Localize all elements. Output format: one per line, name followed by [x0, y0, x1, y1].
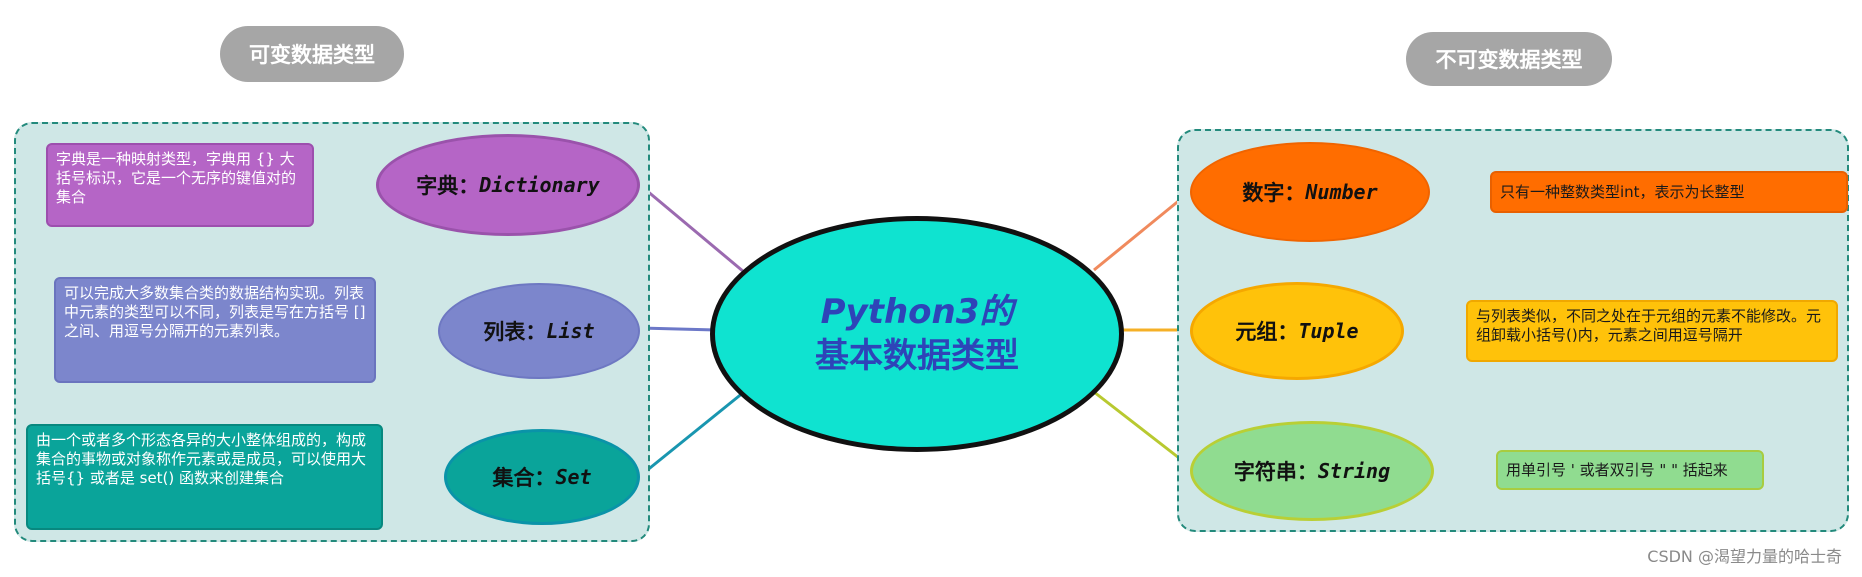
set-en: Set	[555, 465, 592, 489]
set-zh: 集合：	[492, 466, 556, 490]
center-title-line1: Python3的	[820, 292, 1014, 332]
connector-number-center	[1093, 188, 1193, 272]
number-description: 只有一种整数类型int，表示为长整型	[1490, 171, 1848, 213]
csdn-watermark: CSDN @渴望力量的哈士奇	[1647, 547, 1842, 566]
dictionary-node: 字典：Dictionary	[376, 134, 640, 236]
number-zh: 数字：	[1242, 181, 1306, 205]
tuple-zh: 元组：	[1235, 320, 1299, 344]
dictionary-description: 字典是一种映射类型，字典用 {} 大括号标识，它是一个无序的键值对的集合	[46, 143, 314, 227]
string-description: 用单引号 ' 或者双引号 " " 括起来	[1496, 450, 1764, 490]
string-en: String	[1317, 459, 1391, 483]
list-node: 列表：List	[438, 283, 640, 379]
list-description: 可以完成大多数集合类的数据结构实现。列表中元素的类型可以不同，列表是写在方括号 …	[54, 277, 376, 383]
connector-set-center	[639, 390, 745, 478]
number-en: Number	[1305, 180, 1378, 204]
set-description: 由一个或者多个形态各异的大小整体组成的，构成集合的事物或对象称作元素或是成员，可…	[26, 424, 383, 530]
set-node: 集合：Set	[444, 429, 640, 525]
connector-list-center	[639, 326, 717, 332]
connector-string-center	[1093, 390, 1193, 470]
tuple-description: 与列表类似，不同之处在于元组的元素不能修改。元组卸载小括号()内，元素之间用逗号…	[1466, 300, 1838, 362]
connector-dict-center	[639, 183, 745, 274]
string-zh: 字符串：	[1233, 460, 1318, 484]
center-node: Python3的 基本数据类型	[710, 216, 1124, 452]
tuple-node: 元组：Tuple	[1190, 282, 1404, 380]
center-title-line2: 基本数据类型	[815, 336, 1019, 376]
list-en: List	[546, 319, 595, 343]
string-node: 字符串：String	[1190, 421, 1434, 521]
mutable-types-label: 可变数据类型	[220, 26, 404, 82]
number-node: 数字：Number	[1190, 142, 1430, 242]
tuple-en: Tuple	[1298, 319, 1359, 343]
dictionary-en: Dictionary	[479, 173, 600, 197]
dictionary-zh: 字典：	[416, 174, 480, 198]
list-zh: 列表：	[483, 320, 547, 344]
immutable-types-label: 不可变数据类型	[1406, 32, 1612, 86]
